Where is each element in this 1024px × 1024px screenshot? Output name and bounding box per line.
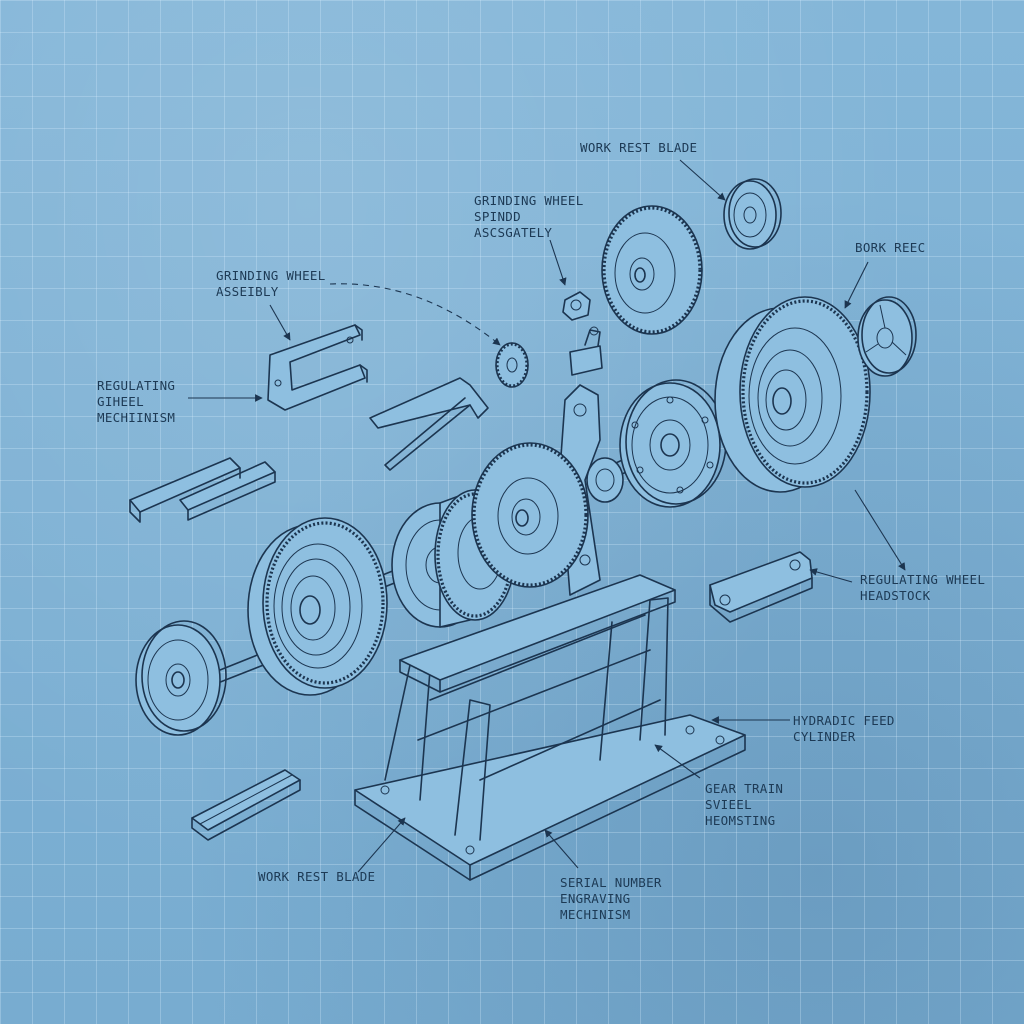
left-handwheel — [135, 620, 227, 736]
small-hardware — [562, 291, 603, 376]
left-grinding-wheel — [247, 517, 388, 696]
shaft-collar — [586, 457, 624, 503]
label-work-rest-blade-top: WORK REST BLADE — [580, 140, 698, 155]
base-frame — [354, 574, 746, 881]
c-bracket — [267, 324, 368, 411]
angled-arm — [369, 377, 489, 471]
label-grinding-wheel-assembly: GRINDING WHEEL ASSEIBLY — [216, 268, 326, 299]
small-pinion-gear — [495, 342, 529, 388]
label-regulating-wheel-mechanism: REGULATING GIHEEL MECHIINISM — [97, 378, 176, 425]
bottom-left-blade — [191, 769, 301, 841]
label-bork-reec: BORK REEC — [855, 240, 926, 255]
label-gear-train: GEAR TRAIN SVIEEL HEOMSTING — [705, 781, 784, 828]
center-large-gear — [471, 442, 589, 588]
top-bearing-wheel — [723, 178, 782, 250]
label-serial-number-engraving: SERIAL NUMBER ENGRAVING MECHINISM — [560, 875, 662, 922]
label-regulating-wheel-headstock: REGULATING WHEEL HEADSTOCK — [860, 572, 986, 603]
left-slide-rails — [129, 457, 276, 523]
leader-lines — [188, 159, 906, 873]
right-regulating-wheel — [714, 296, 871, 493]
label-hydraulic-feed-cylinder: HYDRADIC FEED CYLINDER — [793, 713, 895, 744]
top-spur-gear — [601, 205, 703, 335]
label-work-rest-blade-bottom: WORK REST BLADE — [258, 869, 376, 884]
top-right-handwheel — [857, 296, 917, 377]
right-slide-piece — [709, 551, 813, 623]
label-grinding-wheel-spindle: GRINDING WHEEL SPINDD ASCSGATELY — [474, 193, 584, 240]
right-flange-disc — [619, 379, 727, 508]
